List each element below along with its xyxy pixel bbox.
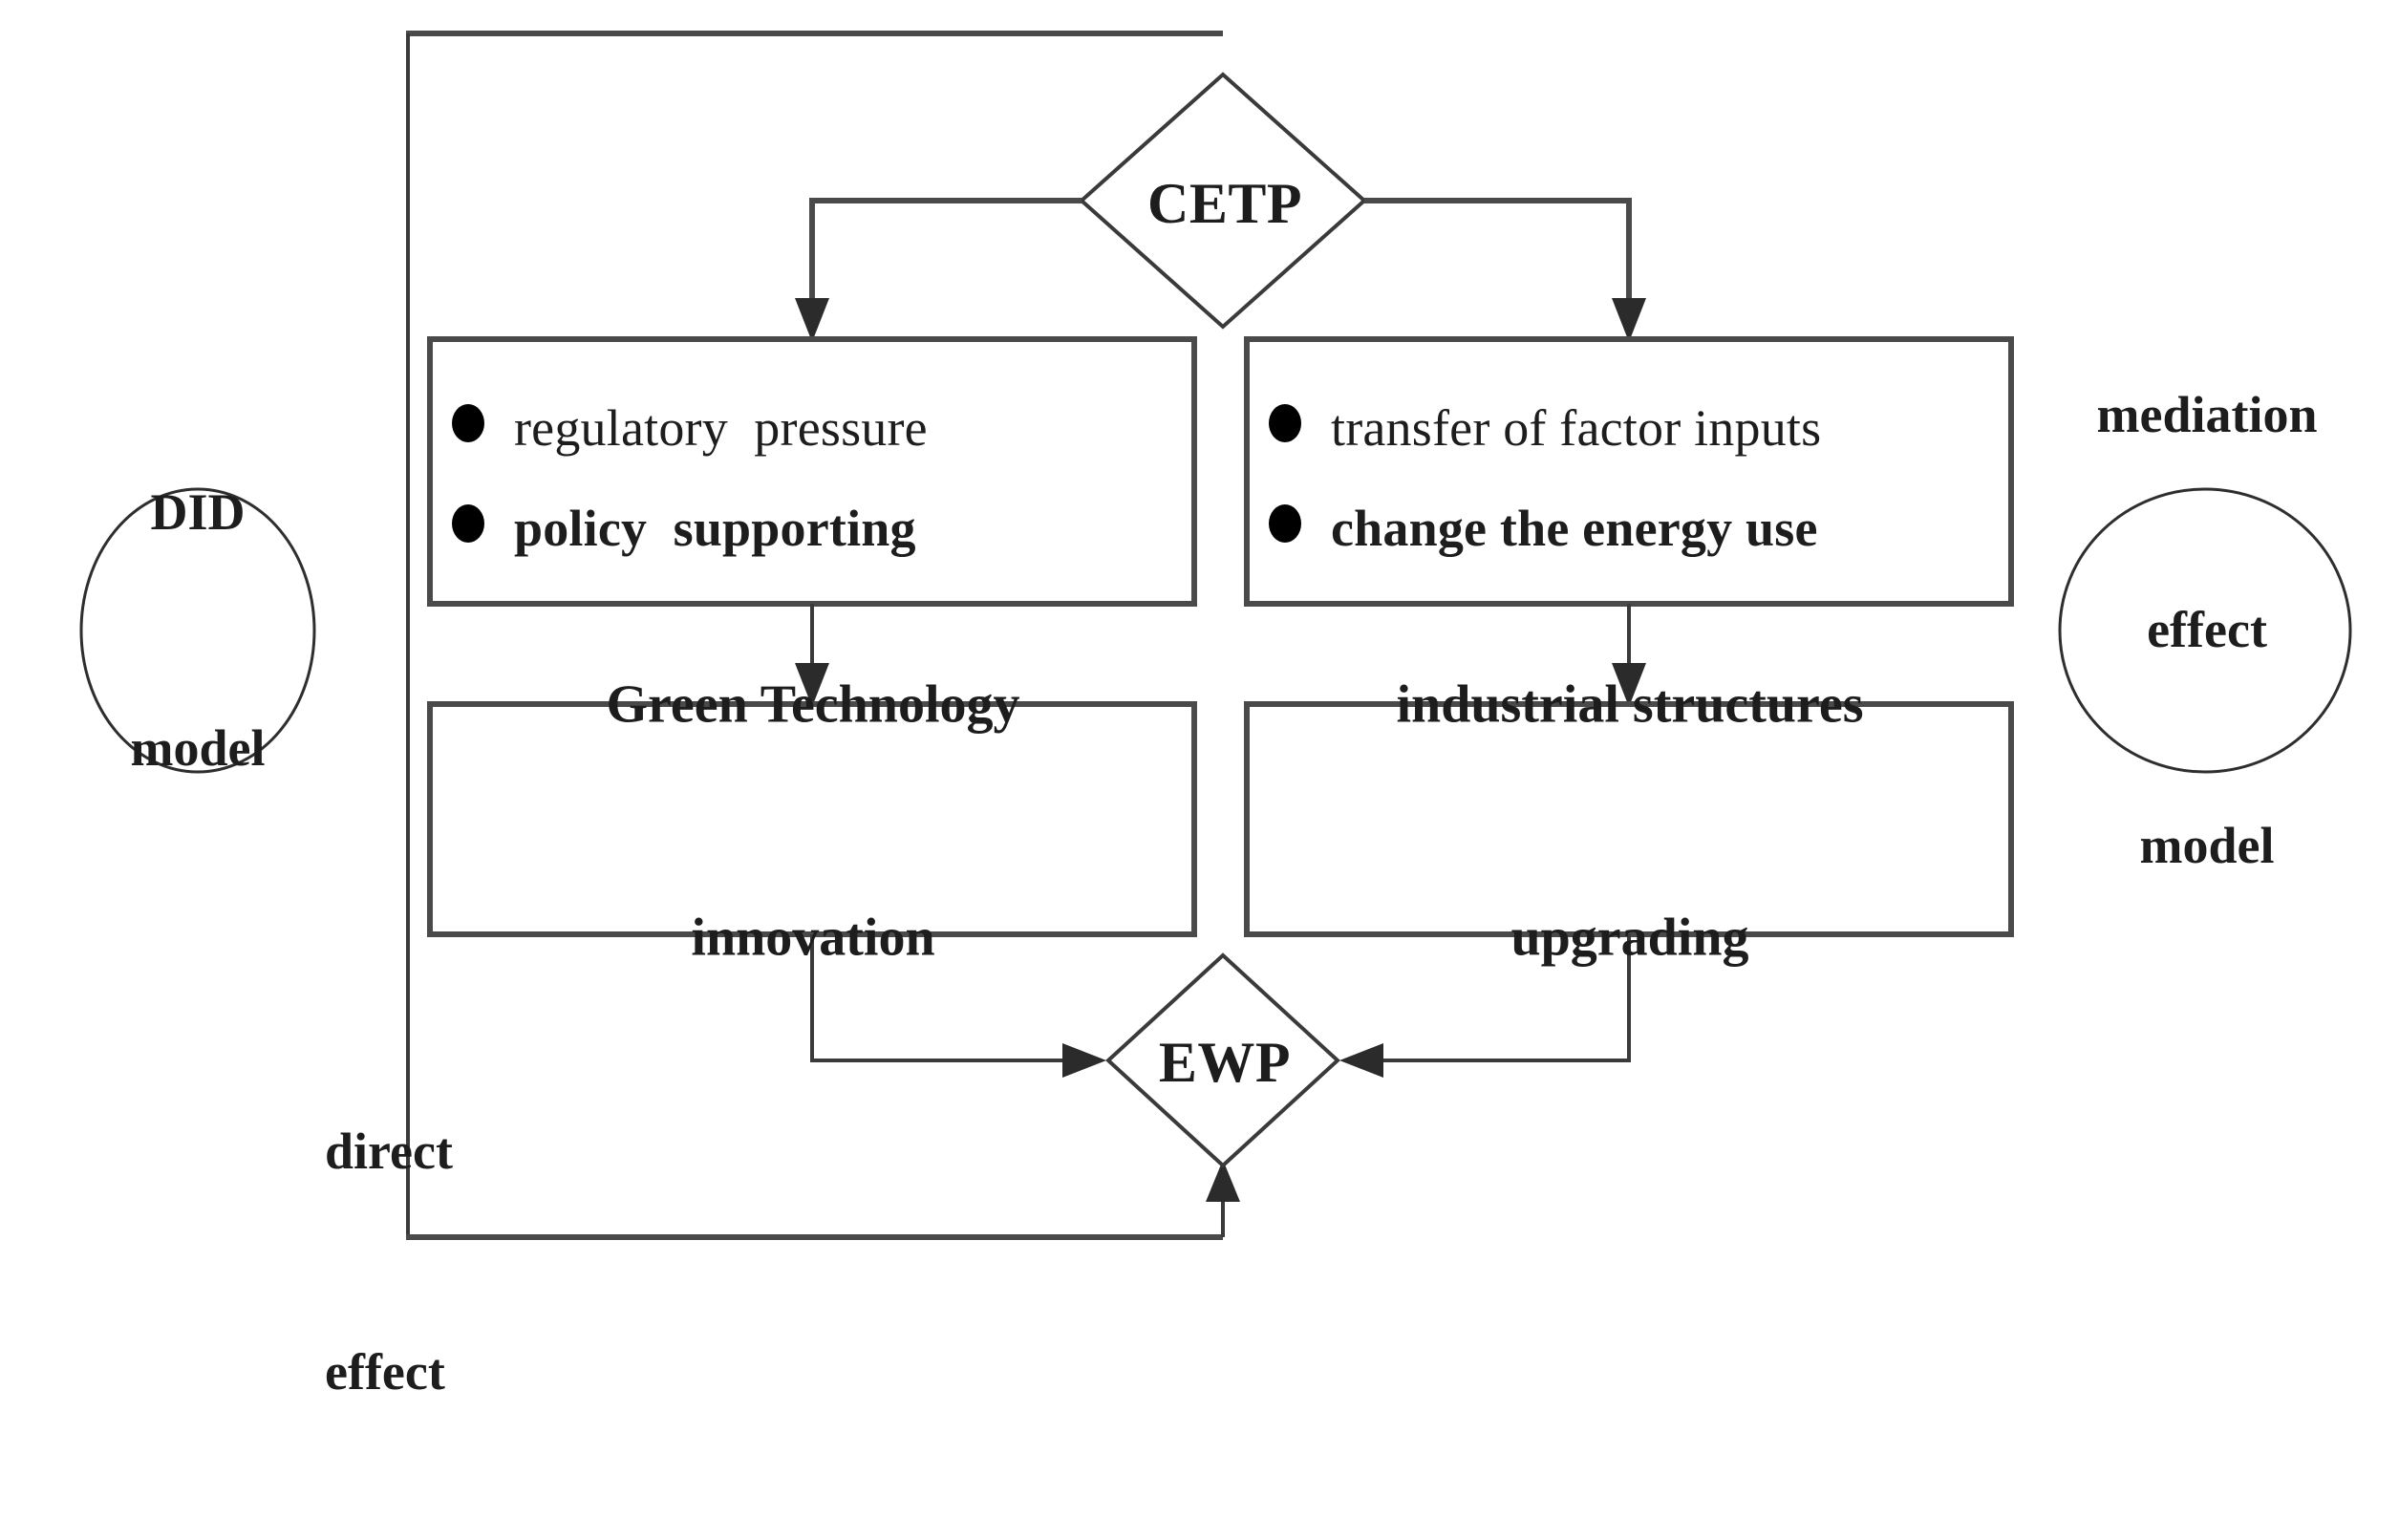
mediation-model-ellipse-shape[interactable]	[2058, 487, 2352, 774]
outcome-left-label-line1: Green Technology	[606, 674, 1020, 735]
edge-cetp-to-mechanism-right	[1364, 198, 1632, 315]
arrowhead-loop-to-ewp	[1206, 1160, 1240, 1202]
bullet-dot-right-1	[1269, 404, 1301, 442]
outcome-right-box-shape[interactable]	[1244, 701, 2014, 937]
mediation-model-label-line2: effect	[2147, 601, 2267, 659]
arrowhead-mechanism-left-to-outcome-left	[795, 663, 829, 707]
arrowhead-outcome-right-to-ewp	[1339, 1043, 1383, 1078]
mechanism-right-bullet-1-text: transfer of factor inputs	[1331, 399, 1822, 457]
arrowhead-cetp-to-mechanism-right	[1612, 298, 1646, 342]
ewp-diamond-shape[interactable]	[1105, 952, 1340, 1168]
arrowhead-cetp-to-mechanism-left	[795, 298, 829, 342]
outcome-left-label-line2: innovation	[691, 907, 935, 967]
did-model-label-line2: model	[130, 719, 266, 778]
arrowhead-mechanism-right-to-outcome-right	[1612, 663, 1646, 707]
mediation-model-label-line3: model	[2139, 817, 2275, 875]
ewp-label: EWP	[1158, 1031, 1292, 1094]
did-model-label-line1: DID	[150, 482, 246, 541]
direct-effect-label-line2: effect	[325, 1342, 445, 1401]
mechanism-right-bullet-2-text: change the energy use	[1331, 500, 1818, 557]
flowchart-canvas: CETP EWP DID model mediation effect mode…	[79, 31, 2352, 1401]
arrowhead-outcome-left-to-ewp	[1062, 1043, 1106, 1078]
mechanism-left-box-shape[interactable]	[427, 336, 1197, 607]
bullet-dot-right-2	[1269, 504, 1301, 543]
outcome-left-box-shape[interactable]	[427, 701, 1197, 937]
outcome-right-label: industrial structures upgrading	[1253, 528, 2007, 1114]
edge-outcome-right-to-ewp	[1366, 934, 1631, 1062]
cetp-diamond-shape[interactable]	[1078, 72, 1368, 330]
did-model-label: DID model	[131, 342, 266, 919]
edge-cetp-to-mechanism-left	[809, 198, 1082, 315]
mediation-model-label: mediation effect model	[2096, 245, 2317, 1016]
outcome-left-label: Green Technology innovation	[436, 528, 1190, 1114]
mediation-model-label-line1: mediation	[2096, 385, 2318, 443]
flowchart-vector-layer	[79, 31, 2352, 1240]
cetp-label: CETP	[1146, 172, 1303, 235]
direct-effect-label: direct effect	[325, 984, 453, 1540]
did-model-ellipse-shape[interactable]	[79, 487, 316, 774]
mechanism-left-bullet-2-text: policy supporting	[514, 500, 916, 557]
edge-outcome-left-to-ewp	[810, 934, 1080, 1062]
bullet-dot-left-1	[452, 404, 484, 442]
bullet-dot-left-2	[452, 504, 484, 543]
direct-effect-label-line1: direct	[325, 1123, 453, 1181]
outcome-right-label-line2: upgrading	[1510, 907, 1749, 967]
mechanism-left-bullet-1-text: regulatory pressure	[514, 399, 928, 457]
outcome-right-label-line1: industrial structures	[1396, 674, 1864, 735]
